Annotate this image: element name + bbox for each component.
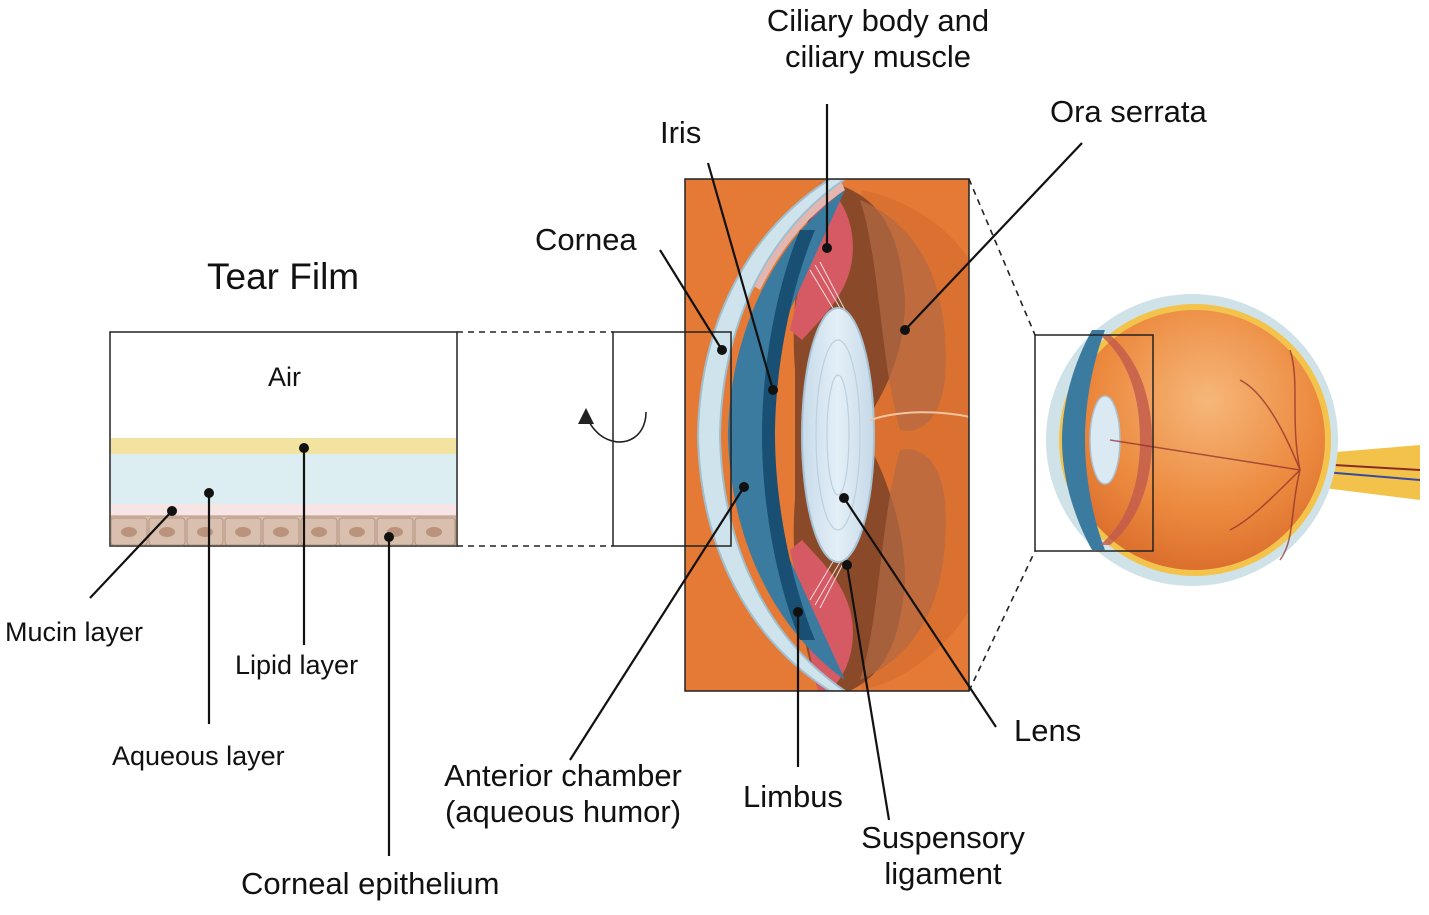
anterior-chamber (728, 190, 845, 680)
cornea (696, 179, 847, 691)
rotation-arrow-icon (578, 408, 647, 443)
ciliary-label: Ciliary body and ciliary muscle (740, 3, 1016, 74)
limbus-label: Limbus (743, 779, 843, 814)
zoomed-eye-section (578, 178, 970, 692)
tear-film-source-box (612, 331, 732, 547)
zoom-connector-left (457, 331, 613, 547)
lipid-layer-label: Lipid layer (235, 650, 359, 680)
suspensory-line1: Suspensory (861, 820, 1025, 855)
anterior-chamber-label: Anterior chamber (aqueous humor) (420, 758, 706, 829)
anterior-chamber-line1: Anterior chamber (444, 758, 682, 793)
zoom-connector-right (968, 178, 1036, 692)
tear-film-dots (167, 443, 394, 542)
lipid-layer-band (111, 438, 456, 454)
air-label: Air (268, 362, 301, 392)
mucin-layer-label: Mucin layer (5, 617, 144, 647)
tear-film-leaders (89, 448, 391, 856)
ciliary-muscle-lower (790, 540, 853, 691)
mucin-layer-band (111, 504, 456, 516)
suspensory-line2: ligament (884, 855, 1002, 891)
suspensory-ligament-label: Suspensory ligament (845, 820, 1041, 891)
whole-eye (1034, 294, 1421, 586)
cornea-label: Cornea (535, 222, 637, 257)
eye-zoom-source-box (1034, 334, 1154, 552)
iris-label: Iris (660, 115, 702, 150)
lens (801, 307, 875, 563)
retina-vessels (1109, 349, 1301, 561)
ciliary-muscle-upper (790, 182, 853, 340)
iris (762, 230, 815, 640)
eye-leader-dots (717, 243, 910, 617)
lens-label: Lens (1014, 713, 1082, 748)
ciliary-label-line1: Ciliary body and (766, 3, 990, 38)
eye-leaders (569, 104, 1083, 821)
aqueous-layer-band (111, 454, 456, 504)
anterior-chamber-line2: (aqueous humor) (444, 793, 682, 829)
tear-film-panel (89, 331, 458, 856)
tear-film-title: Tear Film (207, 256, 360, 297)
ora-serrata-label: Ora serrata (1050, 94, 1207, 129)
ciliary-label-line2: ciliary muscle (784, 38, 972, 74)
corneal-epithelium-label: Corneal epithelium (241, 866, 500, 901)
aqueous-layer-label: Aqueous layer (112, 741, 285, 771)
corneal-epithelium-cells (110, 515, 457, 546)
